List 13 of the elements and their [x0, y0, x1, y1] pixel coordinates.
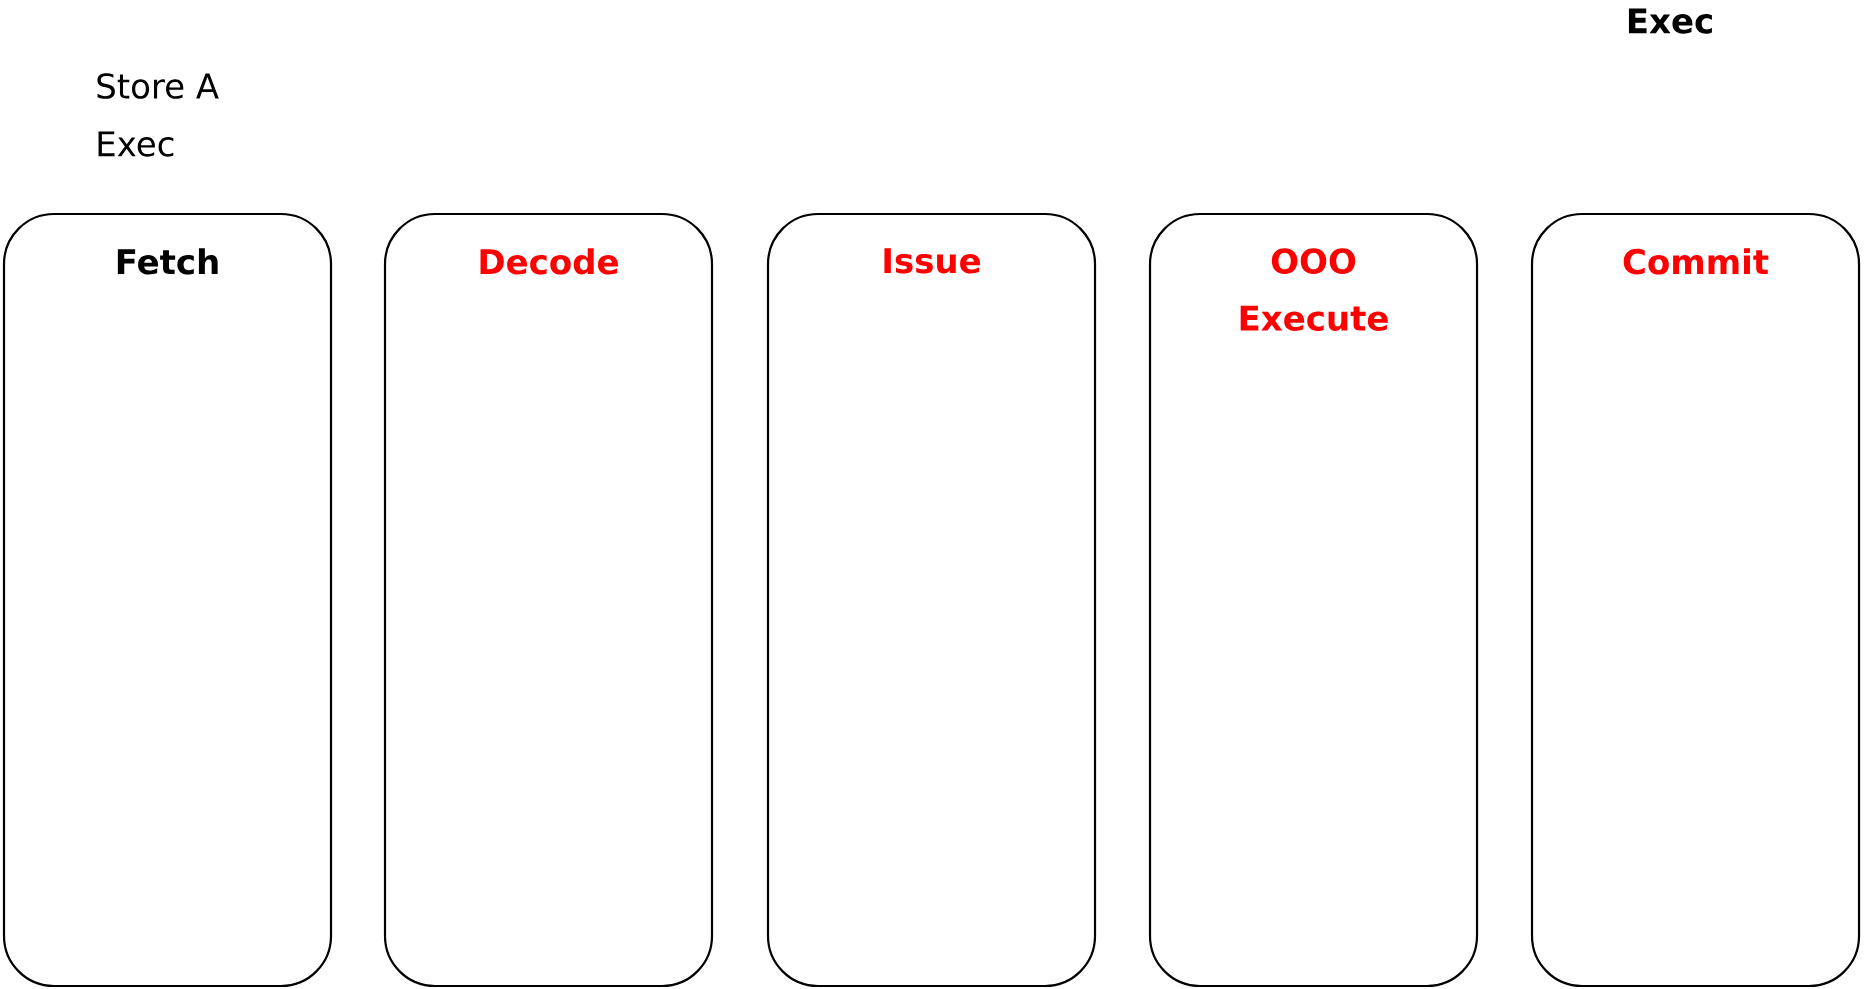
- stage-heading: Commit: [1623, 248, 1769, 275]
- stage-box: [2, 212, 333, 988]
- label: Exec: [1628, 8, 1712, 34]
- stage-heading: OOO Execute: [1240, 248, 1388, 331]
- stage-box: [766, 212, 1097, 988]
- stage-box: [1148, 212, 1479, 988]
- stage-heading: Issue: [884, 248, 981, 274]
- stage-box: [383, 212, 714, 988]
- label: Store A: [97, 73, 219, 99]
- label: Exec: [98, 131, 174, 157]
- stage-heading: Decode: [480, 248, 618, 275]
- stage-heading: Fetch: [117, 248, 218, 275]
- stage-box: [1530, 212, 1861, 988]
